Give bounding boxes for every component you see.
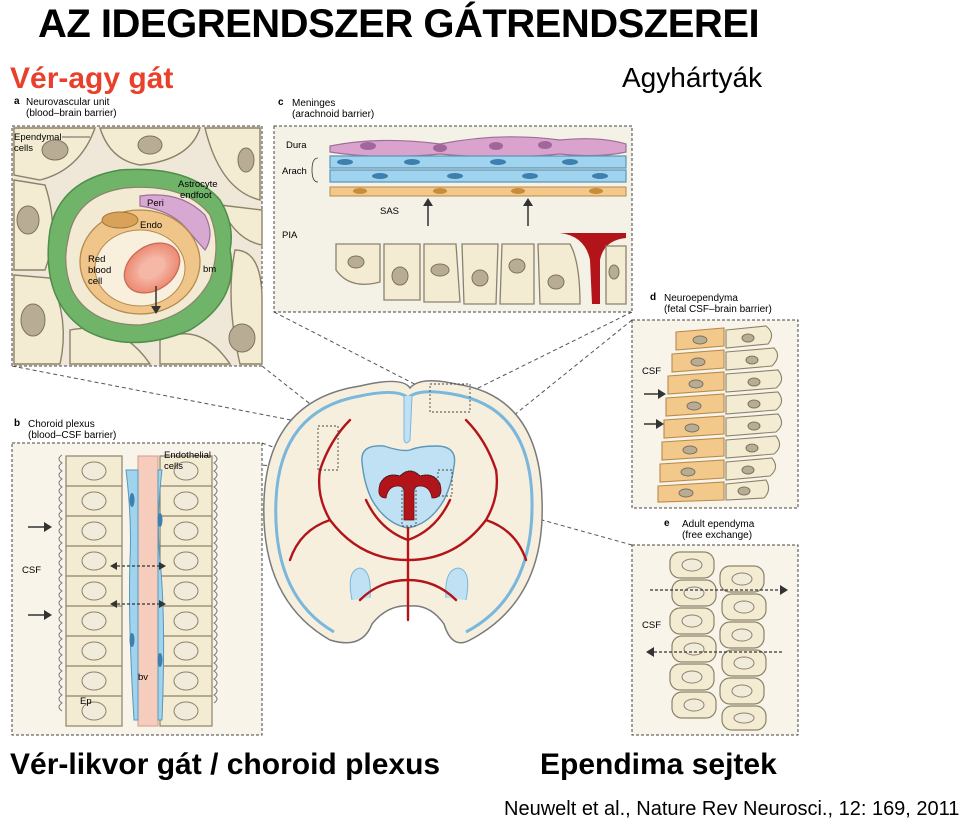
panel-b-label-ep: Ep (80, 696, 92, 707)
panel-a-letter: a (14, 96, 20, 107)
panel-c-label-arach: Arach (282, 166, 307, 177)
caption-ependymal-cells: Ependima sejtek (540, 748, 777, 781)
panel-d-neuroependyma (631, 319, 799, 509)
panel-a-label-red: Red (88, 254, 105, 265)
panel-b-title-line2: (blood–CSF barrier) (28, 430, 116, 441)
panel-c-label-pia: PIA (282, 230, 298, 241)
panel-c-label-dura: Dura (286, 140, 307, 151)
panel-d-title-line1: Neuroependyma (664, 293, 738, 304)
panel-a-label-astrocyte: Astrocyte (178, 179, 218, 190)
panel-e-adult-ependyma (631, 544, 799, 736)
panel-a-label-blood: blood (88, 265, 111, 276)
subtitle-meninges: Agyhártyák (622, 62, 763, 93)
brain-cross-section (263, 380, 543, 644)
caption-choroid-plexus: Vér-likvor gát / choroid plexus (10, 748, 441, 781)
panel-d-title-line2: (fetal CSF–brain barrier) (664, 304, 772, 315)
panel-b-letter: b (14, 418, 20, 429)
panel-a-label-endfoot: endfoot (180, 190, 212, 201)
panel-a-label-ependymal: Ependymal (14, 132, 62, 143)
panel-a-neurovascular-unit (11, 125, 263, 367)
panel-b-label-endothelial: Endothelial (164, 450, 211, 461)
panel-e-label-csf: CSF (642, 620, 661, 631)
panel-a-title-line1: Neurovascular unit (26, 97, 110, 108)
panel-c-letter: c (278, 97, 284, 108)
panel-b-label-cells: cells (164, 461, 183, 472)
panel-b-choroid-plexus (11, 442, 263, 736)
panel-e-title-line1: Adult ependyma (682, 519, 755, 530)
citation: Neuwelt et al., Nature Rev Neurosci., 12… (504, 798, 960, 820)
panel-d-letter: d (650, 292, 656, 303)
panel-a-label-peri: Peri (147, 198, 164, 209)
panel-c-meninges (273, 125, 633, 313)
panel-e-letter: e (664, 518, 670, 529)
panel-a-label-endo: Endo (140, 220, 162, 231)
panel-d-label-csf: CSF (642, 366, 661, 377)
panel-c-label-sas: SAS (380, 206, 399, 217)
panel-b-label-csf: CSF (22, 565, 41, 576)
panel-a-label-bm: bm (203, 264, 216, 275)
panel-a-label-cells: cells (14, 143, 33, 154)
panel-c-title-line2: (arachnoid barrier) (292, 109, 374, 120)
panel-c-title-line1: Meninges (292, 98, 335, 109)
panel-a-label-cell: cell (88, 276, 102, 287)
panel-b-label-bv: bv (138, 672, 148, 683)
panel-b-title-line1: Choroid plexus (28, 419, 95, 430)
page-title: AZ IDEGRENDSZER GÁTRENDSZEREI (38, 2, 760, 46)
panel-a-title-line2: (blood–brain barrier) (26, 108, 117, 119)
subtitle-blood-brain-barrier: Vér-agy gát (10, 62, 174, 95)
panel-e-title-line2: (free exchange) (682, 530, 752, 541)
